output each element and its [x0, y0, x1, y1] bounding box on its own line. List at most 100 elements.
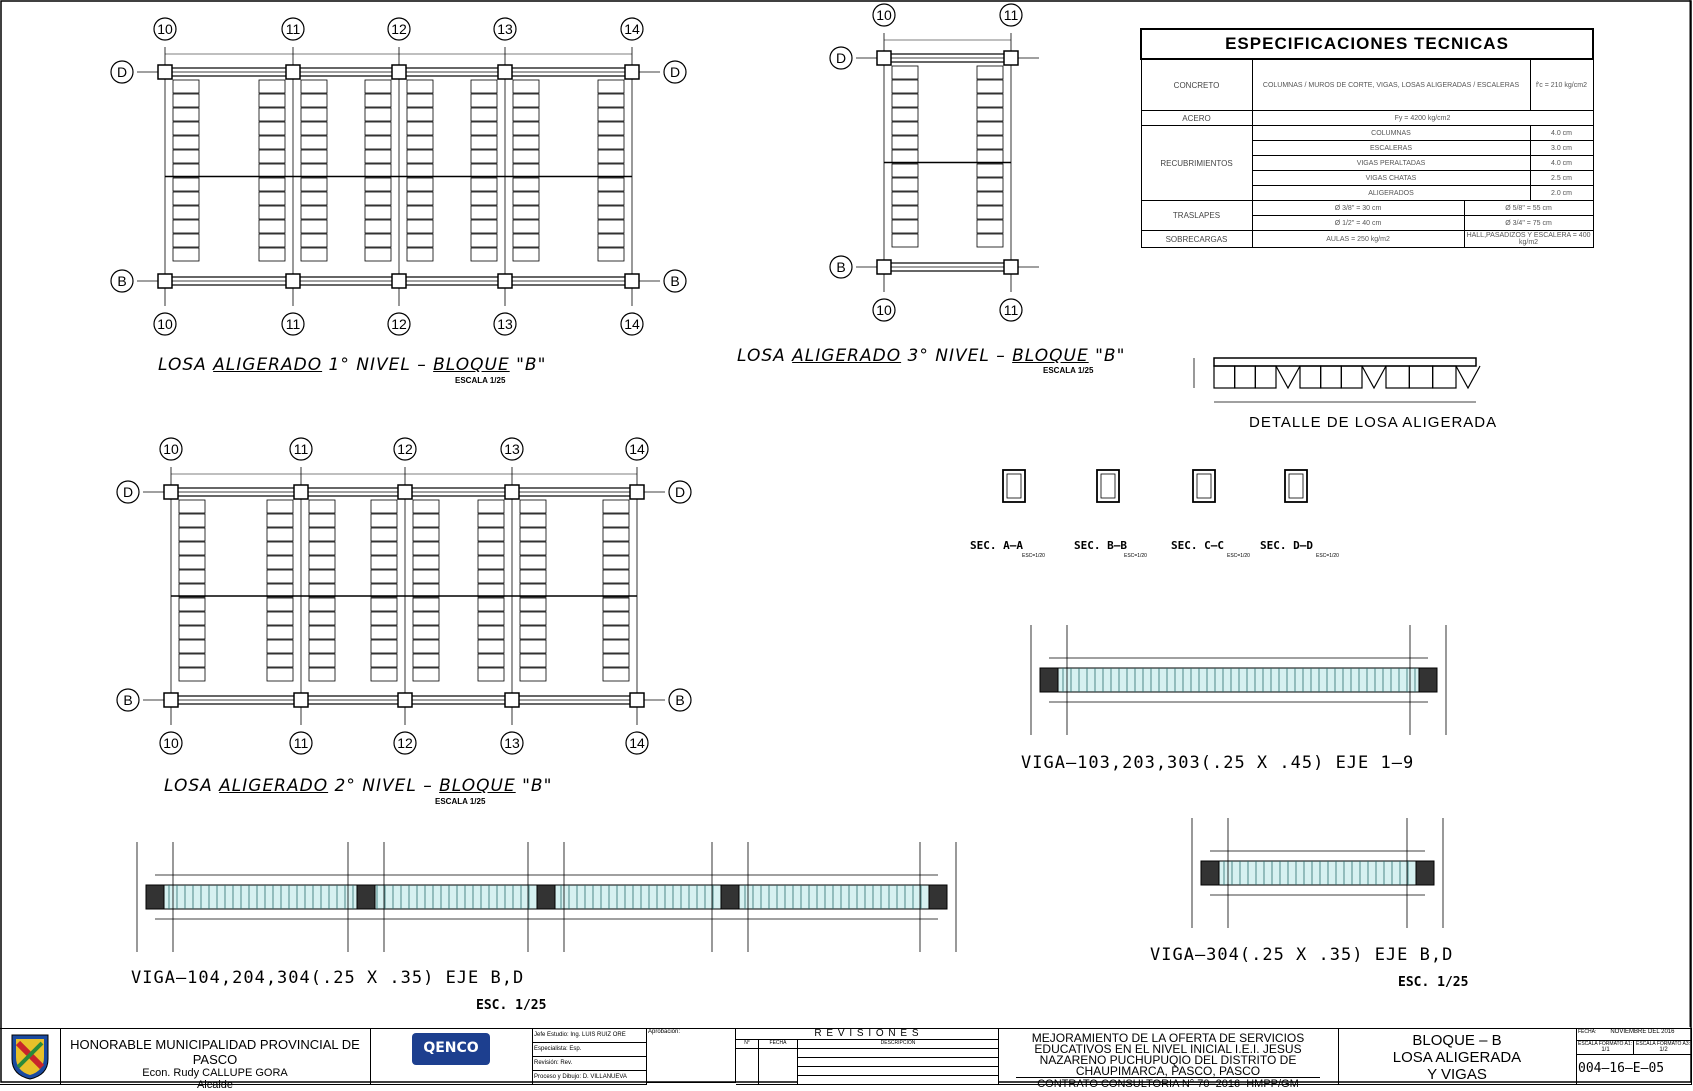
column [624, 273, 640, 289]
titleblock-logo-cell [0, 1028, 61, 1085]
slab-block [406, 93, 434, 108]
contract-no: CONTRATO CONSULTORIA N° 70–2016–HMPP/GM [1016, 1077, 1320, 1090]
spec-recub-key: VIGAS CHATAS [1251, 170, 1531, 186]
slab-block [512, 205, 540, 220]
section-scale: ESC=1/20 [1022, 553, 1045, 559]
slab-block [370, 527, 398, 542]
losa-detail-block [1299, 365, 1322, 389]
escala-a3-value: 1/2 [1659, 1047, 1668, 1053]
sheet-title-1: BLOQUE – B [1412, 1032, 1502, 1049]
losa-detail-rib [1455, 365, 1481, 390]
slab-block [308, 625, 336, 640]
axis-bubble-top-text: 13 [497, 21, 513, 37]
losa-detail-rib [1361, 365, 1387, 390]
axis-bubble-top-text: 11 [294, 441, 309, 457]
section-stirrup [1196, 473, 1212, 499]
slab-block [470, 79, 498, 94]
slab-block [597, 121, 625, 136]
losa-detail-block [1254, 365, 1277, 389]
slab-block [406, 107, 434, 122]
section-outline [1284, 469, 1308, 503]
slab-block [364, 149, 392, 164]
section-stirrup [1100, 473, 1116, 499]
axis-bubble-bottom-text: 12 [397, 735, 413, 751]
section-label: SEC. D–D [1260, 539, 1313, 552]
slab-block [370, 653, 398, 668]
slab-block [470, 205, 498, 220]
revisions-title: R E V I S I O N E S [736, 1029, 998, 1040]
row-bubble-right-text: D [670, 64, 680, 80]
slab-block [602, 569, 630, 584]
slab-block [172, 205, 200, 220]
slab-block [172, 121, 200, 136]
slab-block [300, 135, 328, 150]
slab-block [258, 247, 286, 262]
losa-detail-block [1385, 365, 1410, 389]
spec-title: ESPECIFICACIONES TECNICAS [1140, 28, 1594, 60]
viga-304-support [1415, 860, 1435, 886]
municipal-shield-icon [11, 1034, 49, 1080]
slab-block [258, 219, 286, 234]
spec-recub-value: 2.0 cm [1529, 185, 1594, 201]
axis-bubble-bottom-text: 13 [504, 735, 520, 751]
slab-block [258, 79, 286, 94]
slab-block [370, 569, 398, 584]
column [624, 64, 640, 80]
slab-block [364, 93, 392, 108]
slab-block [406, 233, 434, 248]
axis-bubble-top-text: 12 [391, 21, 407, 37]
alcalde-name: Econ. Rudy CALLUPE GORA [142, 1067, 288, 1079]
viga-304-label: VIGA–304(.25 X .35) EJE B,D [1150, 945, 1454, 965]
slab-block [300, 233, 328, 248]
plan-title-nivel-3: LOSA ALIGERADO 3° NIVEL – BLOQUE "B" [737, 346, 1126, 366]
slab-block [364, 205, 392, 220]
axis-bubble-bottom [620, 312, 644, 336]
slab-block [512, 233, 540, 248]
slab-block [172, 177, 200, 192]
slab-block [370, 625, 398, 640]
slab-block [308, 583, 336, 598]
slab-block [602, 639, 630, 654]
slab-block [519, 611, 547, 626]
section-outline [1096, 469, 1120, 503]
losa-detail-block [1408, 365, 1434, 389]
viga-103-support [1418, 667, 1438, 693]
slab-block [308, 513, 336, 528]
slab-block [519, 541, 547, 556]
slab-block [477, 597, 505, 612]
row-bubble-left [110, 60, 134, 84]
slab-block [266, 639, 294, 654]
resp-row: Jefe Estudio: Ing. LUIS RUIZ ORE [532, 1029, 646, 1043]
slab-block [300, 247, 328, 262]
slab-block [406, 177, 434, 192]
slab-block [258, 149, 286, 164]
spec-recub-key: ALIGERADOS [1251, 185, 1531, 201]
slab-block [412, 513, 440, 528]
column [285, 64, 301, 80]
slab-block [891, 163, 919, 178]
slab-block [300, 191, 328, 206]
column [497, 64, 513, 80]
muni-name: HONORABLE MUNICIPALIDAD PROVINCIAL DE PA… [70, 1037, 360, 1067]
losa-detail-block [1234, 365, 1256, 389]
slab-block [370, 639, 398, 654]
slab-block [477, 583, 505, 598]
slab-block [477, 667, 505, 682]
slab-block [602, 541, 630, 556]
slab-block [300, 107, 328, 122]
column [629, 484, 645, 500]
slab-block [178, 513, 206, 528]
slab-block [512, 121, 540, 136]
row-bubble-left [829, 46, 853, 70]
spec-recub-key: VIGAS PERALTADAS [1251, 155, 1531, 171]
slab-block [370, 597, 398, 612]
axis-bubble-bottom [999, 298, 1023, 322]
plan-title-nivel-1: LOSA ALIGERADO 1° NIVEL – BLOQUE "B" [158, 355, 547, 375]
spec-traslape-a: Ø 1/2" = 40 cm [1251, 215, 1465, 231]
slab-block [519, 499, 547, 514]
column [397, 484, 413, 500]
slab-block [477, 653, 505, 668]
slab-block [406, 163, 434, 178]
slab-block [891, 65, 919, 80]
row-bubble-right [668, 480, 692, 504]
